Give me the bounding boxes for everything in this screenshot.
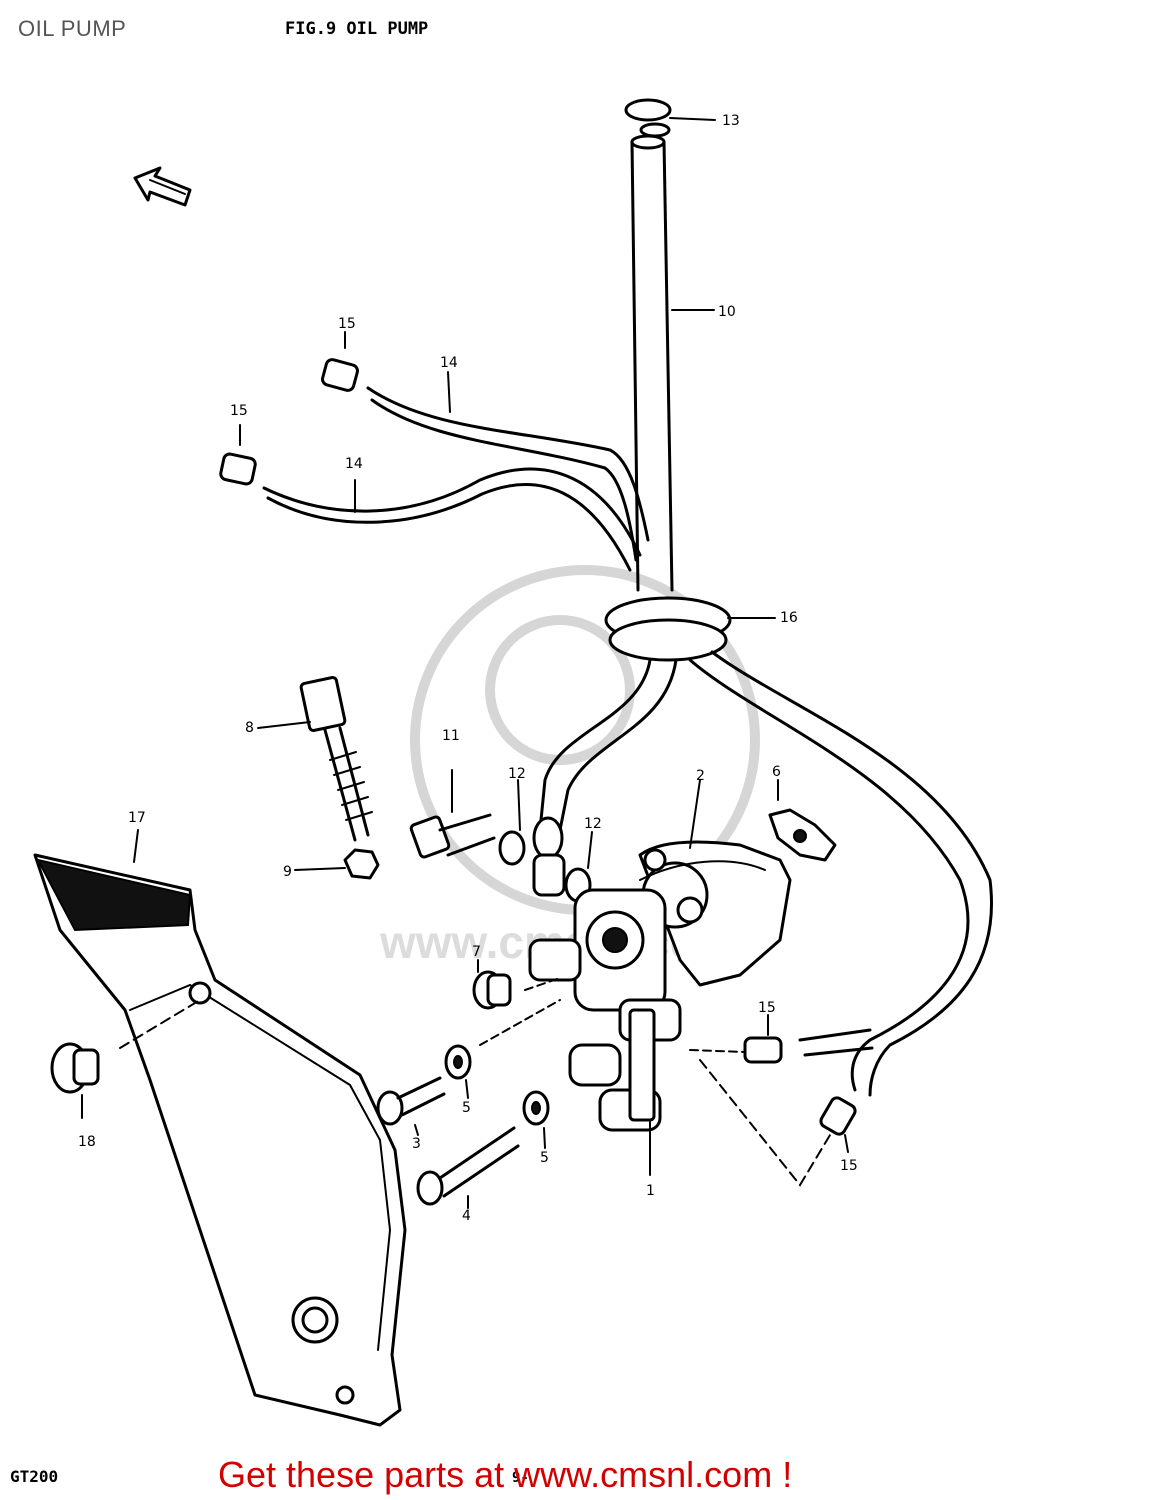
oil-hose-10: [630, 134, 715, 592]
screw-18: [50, 1042, 100, 1119]
callout-5-a: 5: [462, 1100, 471, 1116]
page-number: 9-: [512, 1470, 529, 1486]
cable-guide-6: [768, 779, 837, 862]
pump-feed-hose: [538, 658, 678, 832]
breather-hose-14-upper: [366, 371, 650, 562]
banjo-bolt-11: [409, 769, 496, 859]
figure-title: FIG.9 OIL PUMP: [285, 19, 428, 39]
callout-8: 8: [245, 720, 254, 736]
washer-5-lower: [522, 1090, 550, 1149]
screw-7: [472, 959, 561, 1010]
hose-clamp-13: [624, 98, 716, 138]
adjuster-bolt-8: [257, 676, 373, 842]
lock-nut-9: [294, 848, 380, 880]
screw-4: [416, 1126, 520, 1209]
callout-15-b: 15: [230, 403, 248, 419]
callout-17: 17: [128, 810, 146, 826]
cap-15-left: [219, 424, 257, 486]
pump-cover-2: [639, 779, 766, 881]
pump-return-hose: [688, 650, 993, 1097]
cap-15-right: [743, 1014, 783, 1064]
callout-11: 11: [442, 728, 460, 744]
union-fitting: [532, 816, 566, 897]
screw-3: [376, 1076, 446, 1136]
breather-hose-14-lower: [262, 467, 642, 572]
callout-4: 4: [462, 1208, 471, 1224]
callout-14-b: 14: [345, 456, 363, 472]
callout-15-c: 15: [758, 1000, 776, 1016]
callout-5-b: 5: [540, 1150, 549, 1166]
callout-18: 18: [78, 1134, 96, 1150]
page-title: OIL PUMP: [18, 16, 127, 41]
callout-6: 6: [772, 764, 781, 780]
callout-9: 9: [283, 864, 292, 880]
washer-5-upper: [444, 999, 561, 1099]
washer-12-left: [498, 779, 526, 866]
callout-7: 7: [472, 944, 481, 960]
callout-2: 2: [696, 768, 705, 784]
callout-12-a: 12: [508, 766, 526, 782]
callout-12-b: 12: [584, 816, 602, 832]
cap-15-lower-right: [819, 1096, 857, 1153]
direction-arrow-icon: [133, 166, 192, 207]
callout-14-a: 14: [440, 355, 458, 371]
callout-1: 1: [646, 1183, 655, 1199]
callout-13: 13: [722, 113, 740, 129]
grommet-16: [604, 596, 776, 662]
oil-pump-assembly-1: [528, 840, 792, 1176]
callout-15-d: 15: [840, 1158, 858, 1174]
model-code: GT200: [10, 1467, 58, 1486]
callout-16: 16: [780, 610, 798, 626]
callout-15-a: 15: [338, 316, 356, 332]
callout-3: 3: [412, 1136, 421, 1152]
cap-15-upper: [321, 331, 359, 392]
callout-10: 10: [718, 304, 736, 320]
cmsnl-banner-link[interactable]: Get these parts at www.cmsnl.com !: [218, 1454, 793, 1495]
pump-cover-plate-17: [33, 829, 407, 1427]
